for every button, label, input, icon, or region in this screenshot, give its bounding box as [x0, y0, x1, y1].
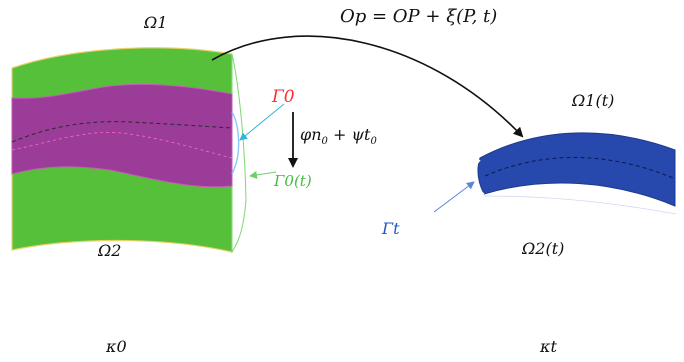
- gamma0t-pointer: [249, 170, 277, 179]
- pink-interface-reference: [11, 132, 233, 159]
- omega2-reference-label: Ω2: [97, 241, 121, 260]
- dashed-interface-current: [484, 156, 674, 179]
- gamma0-boundary: [231, 111, 240, 175]
- reference-configuration: [11, 47, 247, 254]
- current-configuration: [473, 132, 677, 215]
- gamma0-label: Γ0: [271, 87, 295, 107]
- displacement-formula: φn0 + ψt0: [300, 125, 377, 147]
- gamma0-pointer: [239, 103, 285, 141]
- faint-lower-edge: [483, 195, 677, 215]
- gamma-t-label: Γt: [381, 219, 400, 238]
- omega2-current-label: Ω2(t): [521, 239, 564, 258]
- dashed-interface-reference: [11, 121, 233, 143]
- magenta-inclusion: [11, 83, 233, 188]
- gamma-t-boundary: [473, 159, 485, 195]
- omega1-current-label: Ω1(t): [571, 91, 614, 110]
- omega1-reference-label: Ω1: [143, 13, 167, 32]
- green-domain-side: [231, 53, 247, 254]
- kappa0-label: κ0: [105, 337, 127, 356]
- gamma-t-pointer: [433, 181, 475, 213]
- gamma0t-label: Γ0(t): [273, 172, 312, 190]
- blue-domain: [477, 132, 676, 207]
- mapping-arrow: [211, 35, 524, 138]
- mapping-formula: Op = OP + ξ(P, t): [340, 6, 497, 27]
- kappat-label: κt: [539, 337, 557, 356]
